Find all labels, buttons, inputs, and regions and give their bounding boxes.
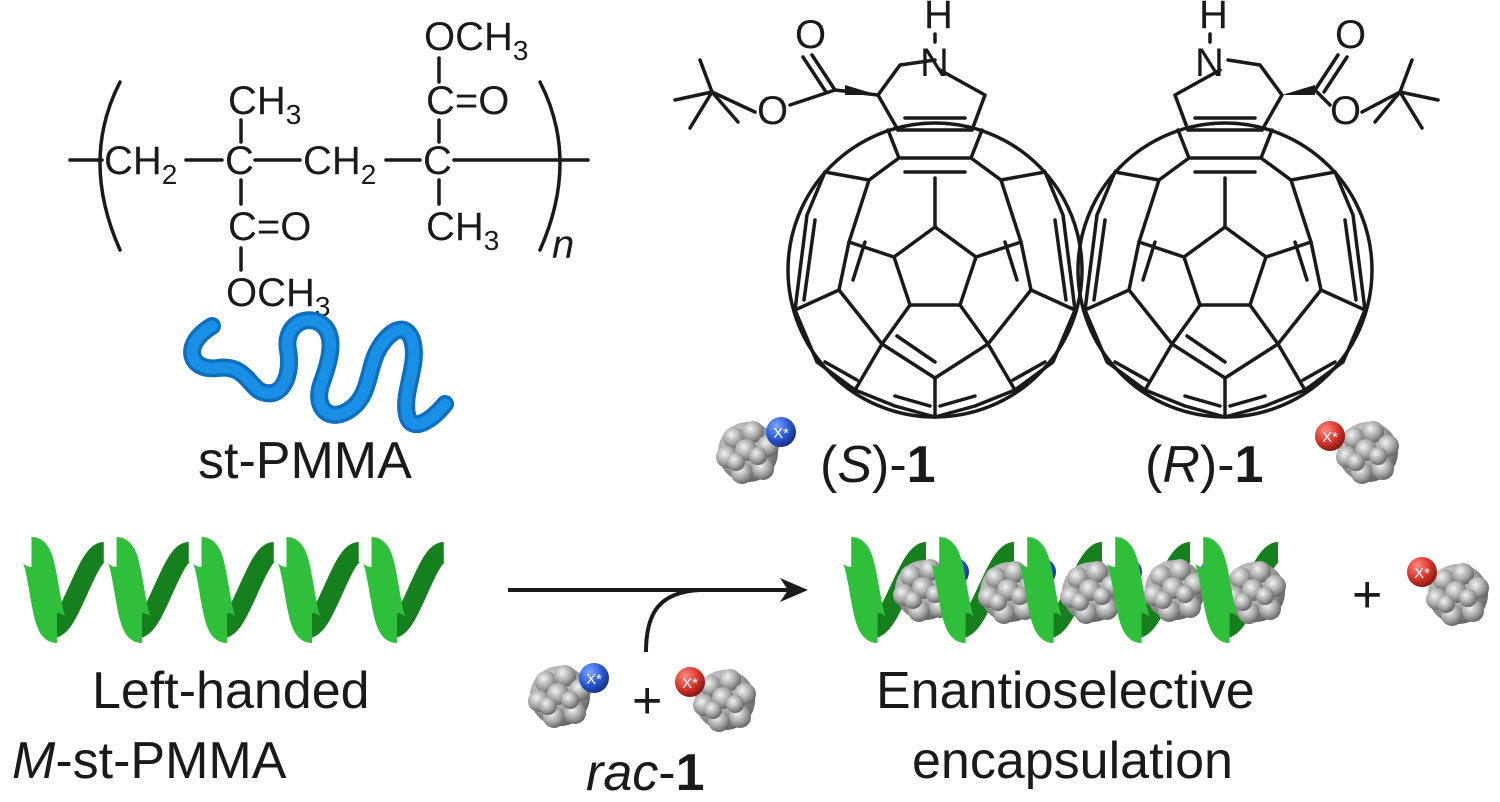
- pmma-structure: CH2 C CH3 C=O OCH3 CH2 C C=O OCH3 CH3 n: [68, 15, 590, 322]
- svg-text:X*: X*: [1322, 429, 1338, 446]
- fullerene-s: O O N H: [673, 0, 1084, 419]
- helix-back-strand: [49, 542, 108, 638]
- helix-front-strand: [361, 537, 407, 643]
- st-pmma-label: st-PMMA: [198, 432, 412, 490]
- svg-text:X*: X*: [773, 425, 789, 442]
- helix-front-strand: [1105, 537, 1152, 643]
- r-1-label: (R)-1: [1145, 436, 1263, 494]
- s-carbonyl-o: O: [795, 13, 826, 57]
- helix-back-strand: [389, 542, 448, 638]
- left-handed-label: Left-handed: [92, 662, 370, 720]
- helix-front-strand: [1193, 537, 1240, 643]
- fullerene-r: O O N H: [1076, 0, 1440, 419]
- rac-r-icon: X*: [675, 667, 756, 732]
- s-hydrogen: H: [924, 0, 953, 37]
- quaternary-carbon-right: C: [423, 139, 452, 183]
- helix-back-strand: [134, 542, 193, 638]
- helix-front-strand: [106, 537, 152, 643]
- helix-front-strand: [191, 537, 237, 643]
- carbonyl-right: C=O: [426, 79, 509, 123]
- methoxy-left: OCH3: [226, 271, 330, 322]
- reaction-arrow: [508, 578, 808, 653]
- r-carbonyl-o: O: [1335, 13, 1366, 57]
- helix-front-strand: [841, 537, 888, 643]
- helix-back-strand: [304, 542, 363, 638]
- rac-s-icon: X*: [528, 663, 609, 728]
- helix-back-strand: [219, 542, 278, 638]
- helix-front-strand: [1017, 537, 1064, 643]
- m-st-pmma-label: M-st-PMMA: [12, 732, 287, 790]
- repeat-n: n: [552, 223, 574, 267]
- helix-front-strand: [929, 537, 976, 643]
- quaternary-carbon-left: C: [225, 139, 254, 183]
- left-parenthesis: [98, 80, 122, 252]
- encapsulation-label: encapsulation: [912, 732, 1233, 790]
- carbonyl-left: C=O: [228, 205, 311, 249]
- methyl-left: CH3: [228, 79, 301, 130]
- s-ester-o: O: [757, 89, 788, 133]
- ch2-right: CH2: [303, 139, 376, 190]
- r-hydrogen: H: [1199, 0, 1228, 37]
- s-1-label: (S)-1: [820, 436, 936, 494]
- s-nitrogen: N: [920, 41, 949, 85]
- ch2-left: CH2: [104, 139, 177, 190]
- svg-text:X*: X*: [1414, 565, 1430, 582]
- free-r-enantiomer: X*: [1407, 557, 1489, 626]
- r-ester-o: O: [1330, 89, 1361, 133]
- product-plus: +: [1352, 566, 1382, 624]
- s-enantiomer-icon: X*: [716, 417, 796, 484]
- encapsulating-helix-front: [841, 537, 1240, 643]
- helix-front-strand: [21, 537, 67, 643]
- left-handed-helix: [21, 537, 448, 643]
- methoxy-right: OCH3: [424, 15, 528, 66]
- methyl-right: CH3: [426, 205, 499, 256]
- helix-front-strand: [276, 537, 322, 643]
- r-nitrogen: N: [1195, 41, 1224, 85]
- svg-text:X*: X*: [682, 675, 698, 692]
- r-enantiomer-icon: X*: [1315, 421, 1399, 484]
- right-parenthesis: [538, 80, 562, 252]
- enantioselective-label: Enantioselective: [876, 662, 1255, 720]
- rac-1-label: rac-1: [586, 744, 705, 802]
- svg-text:X*: X*: [586, 671, 602, 688]
- rac-plus: +: [632, 672, 662, 730]
